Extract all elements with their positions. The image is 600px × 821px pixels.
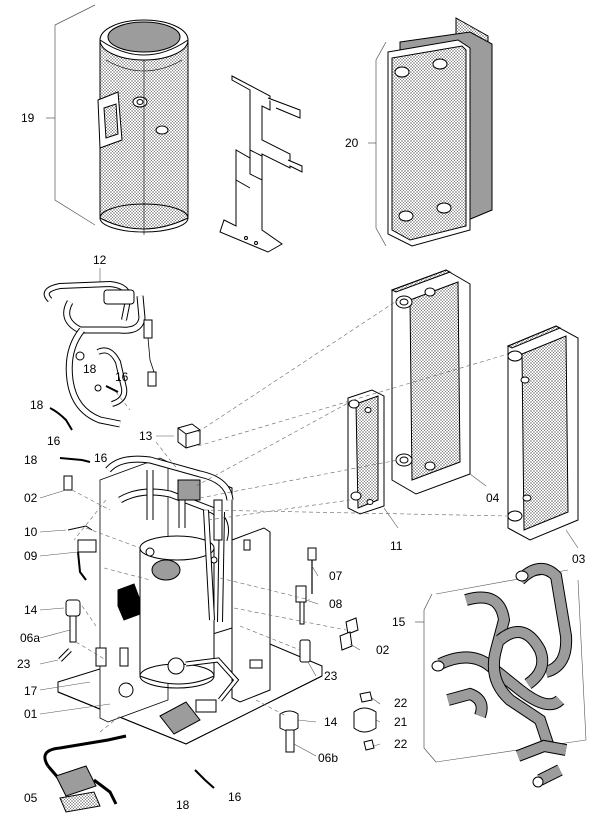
label-19: 19 bbox=[21, 111, 35, 125]
label-23-left: 23 bbox=[17, 657, 31, 671]
projection-lines bbox=[71, 299, 509, 733]
label-18-left: 18 bbox=[30, 398, 44, 412]
label-14-right: 14 bbox=[324, 715, 338, 729]
label-13: 13 bbox=[139, 429, 153, 443]
part-19-tank-jacket bbox=[46, 4, 188, 235]
label-16-upper: 16 bbox=[115, 370, 129, 384]
label-10: 10 bbox=[24, 525, 38, 539]
label-07: 07 bbox=[329, 569, 343, 583]
right-small-parts bbox=[280, 548, 376, 752]
label-22-upper: 22 bbox=[394, 696, 408, 710]
part-13-valve-coil bbox=[156, 424, 200, 448]
label-02-left: 02 bbox=[24, 491, 38, 505]
part-11-plate-heat-exchanger bbox=[348, 390, 384, 514]
central-unit-assembly bbox=[58, 458, 322, 744]
label-23-right: 23 bbox=[324, 669, 338, 683]
label-18-upper: 18 bbox=[83, 362, 97, 376]
label-16-mid: 16 bbox=[94, 451, 108, 465]
leader-lines bbox=[39, 473, 579, 757]
label-16-left: 16 bbox=[47, 434, 61, 448]
label-09: 09 bbox=[24, 549, 38, 563]
part-15-pipe-assembly bbox=[415, 569, 586, 787]
label-18-mid: 18 bbox=[24, 453, 38, 467]
support-bracket bbox=[220, 76, 302, 252]
label-11: 11 bbox=[390, 539, 403, 553]
label-18-bottom: 18 bbox=[176, 798, 190, 812]
sensor-wires bbox=[50, 386, 214, 788]
label-14-left: 14 bbox=[24, 603, 38, 617]
part-04-plate-heat-exchanger bbox=[392, 270, 470, 494]
label-08: 08 bbox=[329, 597, 343, 611]
label-12: 12 bbox=[93, 253, 107, 267]
label-05: 05 bbox=[24, 791, 38, 805]
label-06a: 06a bbox=[20, 631, 41, 645]
label-20: 20 bbox=[345, 136, 359, 150]
part-05-filter-dryer bbox=[45, 736, 126, 812]
label-21: 21 bbox=[394, 715, 408, 729]
label-01: 01 bbox=[24, 707, 38, 721]
label-17: 17 bbox=[24, 684, 38, 698]
part-20-plate-heat-exchanger bbox=[368, 18, 492, 246]
part-03-plate-heat-exchanger bbox=[508, 326, 578, 540]
label-03: 03 bbox=[572, 552, 586, 566]
part-12-pipe-assembly bbox=[47, 268, 156, 424]
label-04: 04 bbox=[486, 491, 500, 505]
label-06b: 06b bbox=[318, 751, 339, 765]
label-15: 15 bbox=[392, 615, 406, 629]
label-02-right: 02 bbox=[376, 643, 390, 657]
label-16-bottom: 16 bbox=[228, 790, 242, 804]
label-22-lower: 22 bbox=[394, 737, 408, 751]
